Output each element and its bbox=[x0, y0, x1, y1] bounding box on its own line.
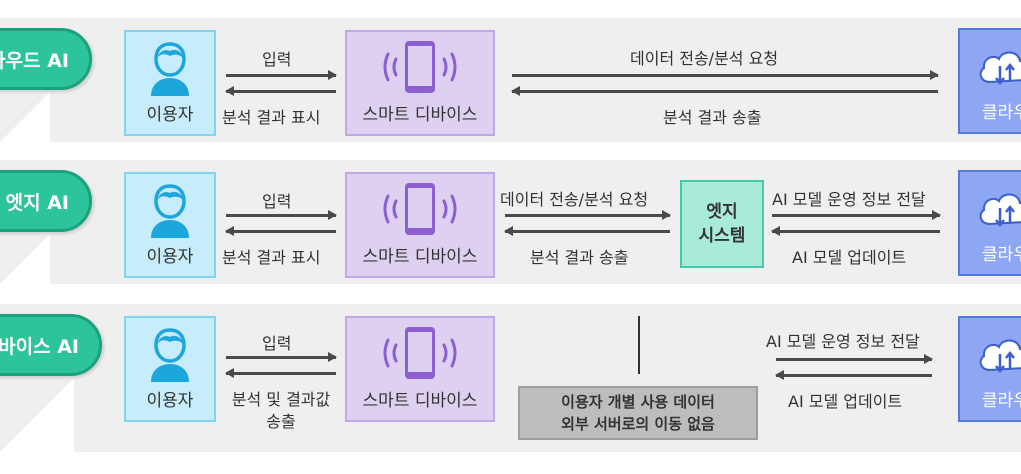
user-label: 이용자 bbox=[146, 391, 194, 411]
result-label-line1: 분석 및 결과값 bbox=[231, 390, 331, 409]
model-update-label: AI 모델 업데이트 bbox=[792, 248, 907, 267]
user-box: 이용자 bbox=[124, 172, 216, 278]
edge-system-box: 엣지 시스템 bbox=[680, 180, 764, 268]
user-icon bbox=[151, 184, 189, 238]
user-box: 이용자 bbox=[124, 316, 216, 422]
analysis-result-label: 분석 결과 송출 bbox=[530, 248, 629, 267]
pill-label: 라우드 AI bbox=[0, 49, 69, 72]
model-update-label: AI 모델 업데이트 bbox=[788, 392, 903, 411]
note-line1: 이용자 개별 사용 데이터 bbox=[561, 393, 715, 411]
pill-label: 디바이스 AI bbox=[0, 335, 79, 358]
cloud-icon bbox=[979, 339, 1021, 374]
smartphone-icon bbox=[383, 41, 457, 93]
no-data-transfer-note: 이용자 개별 사용 데이터 외부 서버로의 이동 없음 bbox=[518, 386, 758, 440]
input-label: 입력 bbox=[262, 192, 292, 211]
data-transfer-arrow bbox=[512, 70, 939, 80]
pill-cloud-ai: 라우드 AI bbox=[0, 28, 92, 90]
cloud-box: 클라우드 bbox=[958, 170, 1021, 276]
user-icon bbox=[151, 42, 189, 96]
result-arrow bbox=[225, 226, 336, 236]
input-label: 입력 bbox=[262, 334, 292, 353]
model-info-label: AI 모델 운영 정보 전달 bbox=[766, 332, 920, 351]
result-label-line2: 송출 bbox=[266, 412, 296, 431]
input-arrow bbox=[226, 352, 337, 362]
pill-device-ai: 디바이스 AI bbox=[0, 314, 102, 376]
data-transfer-arrow bbox=[505, 210, 671, 220]
cloud-box: 클라우드 bbox=[958, 316, 1021, 422]
smartphone-icon bbox=[383, 327, 457, 379]
user-label: 이용자 bbox=[146, 247, 194, 267]
smart-device-label: 스마트 디바이스 bbox=[362, 391, 478, 411]
smartphone-icon bbox=[383, 183, 457, 235]
edge-system-label-line2: 시스템 bbox=[698, 226, 746, 246]
data-transfer-label: 데이터 전송/분석 요청 bbox=[500, 190, 649, 209]
pill-label: 엣지 AI bbox=[5, 191, 69, 214]
user-label: 이용자 bbox=[146, 105, 194, 125]
analysis-result-label: 분석 결과 송출 bbox=[663, 108, 762, 127]
model-update-arrow bbox=[775, 370, 932, 380]
result-label: 분석 결과 표시 bbox=[222, 248, 321, 267]
model-info-arrow bbox=[772, 210, 941, 220]
model-info-label: AI 모델 운영 정보 전달 bbox=[772, 190, 926, 209]
user-icon bbox=[151, 328, 189, 382]
band-shadow bbox=[0, 234, 50, 284]
result-label: 분석 결과 표시 bbox=[222, 108, 321, 127]
data-transfer-label: 데이터 전송/분석 요청 bbox=[630, 49, 779, 68]
smart-device-label: 스마트 디바이스 bbox=[362, 247, 478, 267]
smart-device-box: 스마트 디바이스 bbox=[345, 172, 495, 278]
band-shadow bbox=[0, 92, 50, 142]
smart-device-box: 스마트 디바이스 bbox=[345, 316, 495, 422]
model-info-arrow bbox=[776, 354, 933, 364]
band-shadow bbox=[0, 378, 74, 452]
cloud-icon bbox=[979, 51, 1021, 86]
cloud-label: 클라우드 bbox=[982, 391, 1021, 411]
smart-device-label: 스마트 디바이스 bbox=[362, 105, 478, 125]
user-box: 이용자 bbox=[124, 30, 216, 136]
analysis-result-arrow bbox=[511, 86, 938, 96]
boundary-line bbox=[638, 316, 640, 374]
cloud-icon bbox=[979, 193, 1021, 228]
cloud-label: 클라우드 bbox=[982, 103, 1021, 123]
input-arrow bbox=[226, 210, 337, 220]
cloud-box: 클라우드 bbox=[958, 28, 1021, 134]
input-label: 입력 bbox=[262, 50, 292, 69]
analysis-result-arrow bbox=[504, 226, 670, 236]
pill-edge-ai: 엣지 AI bbox=[0, 170, 92, 232]
model-update-arrow bbox=[771, 226, 940, 236]
input-arrow bbox=[226, 70, 337, 80]
result-arrow bbox=[225, 86, 336, 96]
cloud-label: 클라우드 bbox=[982, 245, 1021, 265]
note-line2: 외부 서버로의 이동 없음 bbox=[561, 415, 715, 433]
edge-system-label-line1: 엣지 bbox=[706, 202, 738, 222]
result-arrow bbox=[225, 368, 336, 378]
smart-device-box: 스마트 디바이스 bbox=[345, 30, 495, 136]
